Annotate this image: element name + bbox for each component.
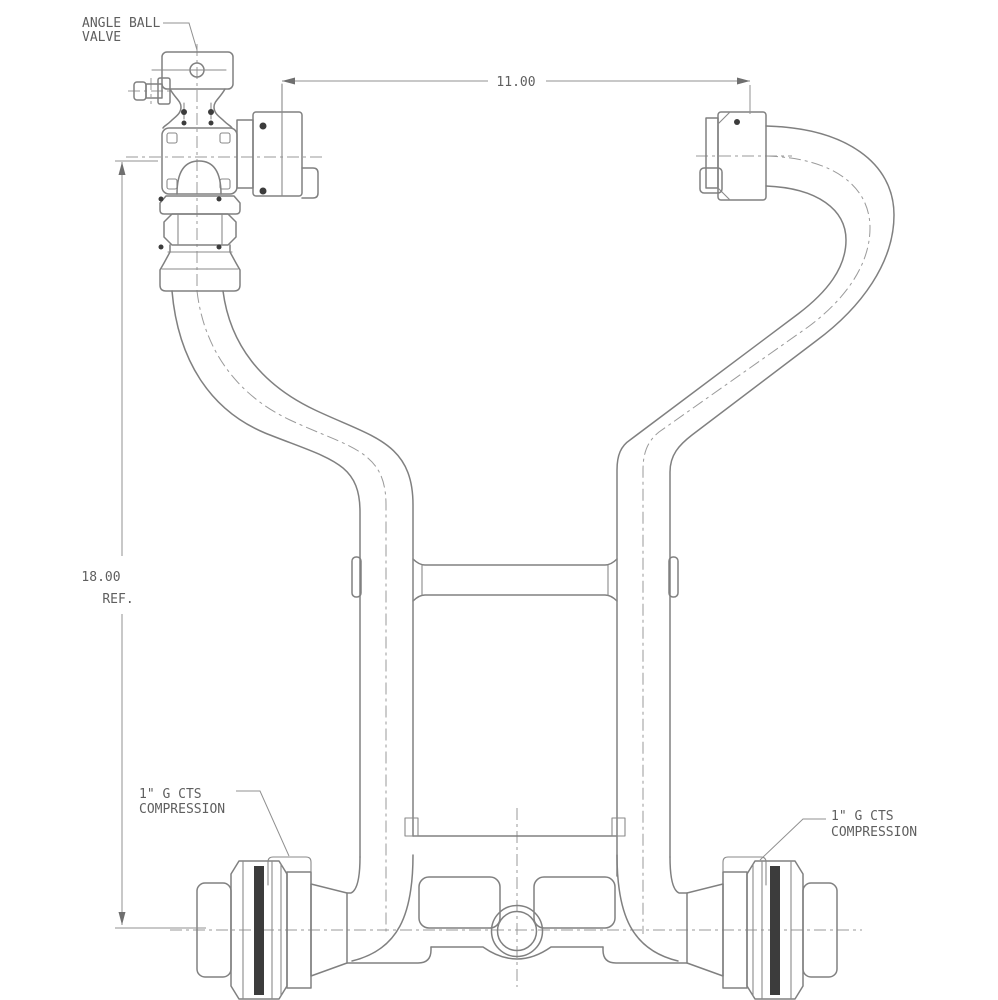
coupling-nut-body — [717, 111, 767, 201]
valve-seal-dots — [158, 109, 267, 250]
valve-label-line2: VALVE — [82, 30, 121, 45]
left-elbow-outer — [346, 856, 361, 894]
corner-detail — [166, 178, 178, 190]
left-pipe-lug — [351, 556, 362, 598]
callout-left-compression: 1" G CTS COMPRESSION — [139, 787, 290, 857]
left-nut-flats — [242, 861, 282, 999]
seal-dot — [216, 196, 222, 202]
seal-dot — [208, 109, 214, 115]
dimension-vertical-18: 18.00 REF. — [81, 160, 206, 929]
seal-dot — [216, 244, 222, 250]
cross-brace — [351, 556, 679, 604]
bar-left-window — [418, 876, 501, 929]
skirt-flange — [159, 195, 241, 215]
bell-coupling — [159, 244, 241, 292]
seal-dot — [259, 187, 267, 195]
top-right-coupling — [699, 111, 767, 201]
dim-arrow-right — [737, 77, 750, 85]
right-pipe-lug — [668, 556, 679, 598]
callout-angle-ball-valve: ANGLE BALL VALVE — [82, 16, 198, 51]
left-fitting-top-tab — [267, 856, 312, 886]
angle-ball-valve — [133, 51, 319, 292]
bottom-manifold — [196, 817, 838, 1000]
left-fitting-leader-line — [236, 790, 290, 857]
coupling-face-plate — [705, 117, 719, 189]
dimension-horizontal-11: 11.00 — [282, 75, 751, 114]
seal-dot — [259, 122, 267, 130]
dim-arrow-bottom — [118, 912, 126, 925]
packing-nut-flats — [177, 214, 223, 245]
right-nut-shaded-flat — [770, 866, 780, 995]
coupling-nut-body — [252, 111, 303, 197]
meter-coupling-nut — [236, 83, 319, 199]
right-compression-fitting — [602, 856, 838, 1000]
seal-dot — [158, 244, 164, 250]
seal-dot — [181, 120, 187, 126]
brace-end-lines — [412, 556, 618, 604]
left-fitting-body-bottom — [346, 946, 432, 964]
right-fitting-label-line1: 1" G CTS — [831, 809, 894, 824]
coupling-chamfers — [717, 111, 731, 201]
coupling-seal-dot — [734, 119, 740, 125]
right-pipe-centerline — [642, 155, 871, 934]
left-riser-pipe — [171, 290, 414, 962]
right-fitting-label-line2: COMPRESSION — [831, 825, 917, 840]
left-pipe-centerline — [196, 290, 387, 934]
right-elbow-inner — [616, 854, 679, 962]
left-fitting-label-line2: COMPRESSION — [139, 802, 225, 817]
waist-right-edge — [213, 88, 233, 129]
callout-right-compression: 1" G CTS COMPRESSION — [759, 809, 917, 861]
dim-11-text: 11.00 — [496, 75, 535, 90]
bar-right-tab — [611, 817, 626, 837]
manifold-bar — [404, 817, 626, 960]
packing-nut — [163, 213, 237, 246]
seal-dot — [208, 120, 214, 126]
bar-left-tab — [404, 817, 419, 837]
right-fitting-body-bottom — [602, 946, 688, 964]
corner-detail — [219, 132, 231, 144]
nipple-boss — [157, 77, 171, 105]
valve-label-line1: ANGLE BALL — [82, 16, 160, 31]
dim-arrow-top — [118, 162, 126, 175]
dim-18-text: 18.00 — [81, 570, 120, 585]
corner-detail — [166, 132, 178, 144]
right-fitting-top-tab — [722, 856, 767, 886]
left-fitting-label-line1: 1" G CTS — [139, 787, 202, 802]
brace-top-edge — [412, 558, 618, 566]
left-nut-shaded-flat — [254, 866, 264, 995]
right-fitting-leader-line — [759, 818, 826, 861]
center-boss-outer — [490, 904, 544, 958]
right-pipe-outer-wall — [669, 125, 895, 858]
seal-dot — [181, 109, 187, 115]
left-pipe-inner-wall — [222, 290, 414, 837]
dim-arrow-left — [282, 77, 295, 85]
seal-dot — [158, 196, 164, 202]
bar-bottom-edge — [430, 946, 604, 960]
valve-stem-waist — [162, 88, 233, 129]
valve-ball-dome — [176, 160, 222, 195]
brace-bottom-edge — [412, 594, 618, 602]
center-boss-inner — [496, 910, 538, 952]
right-pipe-inner-wall — [616, 185, 847, 877]
right-riser-pipe — [616, 125, 895, 962]
left-compression-fitting — [196, 856, 432, 1000]
coupling-side-tab — [699, 167, 723, 194]
waist-left-edge — [162, 88, 182, 129]
coupling-spud — [236, 119, 254, 189]
left-elbow-inner — [351, 854, 414, 962]
nipple-body — [145, 83, 163, 99]
coupling-bottom-tab — [301, 167, 319, 199]
left-pipe-outer-wall — [171, 290, 361, 858]
dim-18-ref-text: REF. — [102, 592, 133, 607]
bell-ring-lines — [161, 251, 239, 270]
valve-side-nipple — [133, 77, 171, 105]
right-nut-flats — [752, 861, 792, 999]
right-elbow-outer — [669, 856, 688, 894]
valve-leader-line — [163, 22, 198, 51]
valve-lower-stack — [159, 195, 241, 292]
bar-right-window — [533, 876, 616, 929]
